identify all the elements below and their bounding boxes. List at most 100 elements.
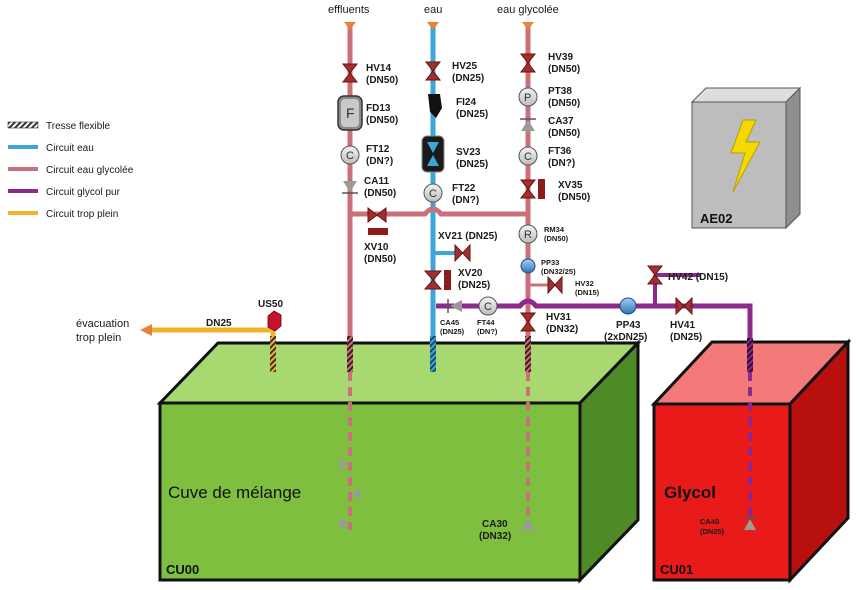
cabinet-ae02: AE02 (690, 86, 802, 230)
svg-text:C: C (429, 188, 437, 200)
label-hv42: HV42 (DN15) (668, 272, 728, 283)
legend-label-trop-plein: Circuit trop plein (46, 209, 118, 220)
legend-label-eau: Circuit eau (46, 143, 94, 154)
label-ca30-dn: (DN32) (479, 531, 511, 542)
lightning-bolt-icon (730, 119, 761, 193)
check-valve-ca45 (447, 299, 462, 313)
valve-hv31 (519, 312, 537, 332)
label-fd13-dn: (DN50) (366, 115, 398, 126)
label-pt38-dn: (DN50) (548, 98, 580, 109)
tank-cu01-name: Glycol (664, 483, 716, 502)
label-us50: US50 (258, 299, 283, 310)
valve-hv39 (519, 53, 537, 73)
valve-hv32 (547, 275, 563, 295)
svg-text:F: F (346, 105, 355, 121)
nozzle-icon (340, 518, 348, 530)
label-pp43: PP43 (616, 320, 641, 331)
flex-hose-glycol-water (525, 336, 531, 372)
overflow-line (140, 310, 282, 372)
legend: Tresse flexible Circuit eau Circuit eau … (7, 121, 134, 220)
label-ca45: CA45 (440, 318, 459, 327)
label-fi24: FI24 (456, 97, 476, 108)
label-xv20: XV20 (458, 268, 483, 279)
flow-transmitter-ft12: C (340, 145, 360, 165)
component-labels: HV14 (DN50) FD13 (DN50) FT12 (DN?) CA11 … (258, 52, 728, 542)
glycol-water-outlet-arrow (522, 22, 534, 30)
label-pp43-dn: (2xDN25) (604, 332, 647, 343)
label-ca37: CA37 (548, 116, 574, 127)
valve-hv42 (646, 265, 664, 285)
label-pp33: PP33 (541, 258, 559, 267)
label-ca40-dn: (DN25) (700, 527, 725, 536)
label-rm34: RM34 (544, 225, 565, 234)
label-hv14-dn: (DN50) (366, 75, 398, 86)
flow-transmitter-ft36: C (518, 146, 538, 166)
valve-xv21 (454, 243, 471, 263)
label-rm34-dn: (DN50) (544, 234, 569, 243)
evacuation-arrow (140, 324, 152, 336)
label-sv23: SV23 (456, 147, 481, 158)
label-eau: eau (424, 4, 442, 16)
label-hv41-dn: (DN25) (670, 332, 702, 343)
label-effluents: effluents (328, 4, 370, 16)
valve-xv20 (423, 270, 451, 290)
label-eau-glycolee: eau glycolée (497, 4, 559, 16)
nozzle-icon (352, 488, 360, 500)
label-hv39-dn: (DN50) (548, 64, 580, 75)
svg-text:C: C (346, 150, 354, 162)
label-evac-dn: DN25 (206, 318, 232, 329)
label-xv10-dn: (DN50) (364, 254, 396, 265)
legend-swatch-tresse (7, 121, 39, 129)
tank-cu01-code: CU01 (660, 562, 693, 577)
label-hv25: HV25 (452, 61, 477, 72)
label-ft36-dn: (DN?) (548, 158, 575, 169)
label-xv21: XV21 (DN25) (438, 231, 497, 242)
valve-xv10 (367, 206, 388, 235)
nozzle-icon (340, 458, 348, 470)
label-fd13: FD13 (366, 103, 391, 114)
label-xv35-dn: (DN50) (558, 192, 590, 203)
label-ft44-dn: (DN?) (477, 327, 498, 336)
label-ft12: FT12 (366, 144, 390, 155)
label-trop-plein: trop plein (76, 332, 121, 344)
regulator-rm34: R (518, 224, 538, 244)
flow-indicator-fi24 (428, 94, 442, 118)
label-sv23-dn: (DN25) (456, 159, 488, 170)
flow-transmitter-ft44: C (478, 296, 498, 316)
label-ca11: CA11 (364, 176, 389, 187)
tank-cu00: Cuve de mélange CU00 (156, 339, 642, 584)
pump-pp43 (619, 297, 637, 315)
label-hv31: HV31 (546, 312, 571, 323)
valve-hv41 (675, 296, 693, 316)
pump-pp33 (520, 258, 536, 274)
label-ft44: FT44 (477, 318, 495, 327)
svg-text:C: C (484, 301, 492, 313)
label-ft12-dn: (DN?) (366, 156, 393, 167)
label-ca11-dn: (DN50) (364, 188, 396, 199)
check-valve-ca30 (521, 519, 535, 530)
check-valve-ca37 (520, 118, 536, 131)
label-ft36: FT36 (548, 146, 572, 157)
label-xv20-dn: (DN25) (458, 280, 490, 291)
label-hv32-dn: (DN15) (575, 288, 600, 297)
tank-cu00-name: Cuve de mélange (168, 483, 301, 502)
flex-hose-water (430, 336, 436, 372)
flex-hose-us50 (270, 336, 276, 372)
label-hv14: HV14 (366, 63, 391, 74)
label-xv10: XV10 (364, 242, 389, 253)
flex-hose-glycol (747, 338, 753, 372)
label-ca37-dn: (DN50) (548, 128, 580, 139)
label-fi24-dn: (DN25) (456, 109, 488, 120)
solenoid-valve-sv23 (421, 135, 445, 173)
label-ca40: CA40 (700, 517, 719, 526)
cabinet-ae02-code: AE02 (700, 211, 733, 226)
svg-text:C: C (524, 151, 532, 163)
water-outlet-arrow (427, 22, 439, 30)
legend-label-tresse: Tresse flexible (46, 121, 111, 132)
label-ca45-dn: (DN25) (440, 327, 465, 336)
svg-text:R: R (524, 229, 532, 241)
valve-hv25 (424, 61, 442, 81)
valve-hv14 (341, 63, 359, 83)
valve-xv35 (519, 179, 545, 199)
